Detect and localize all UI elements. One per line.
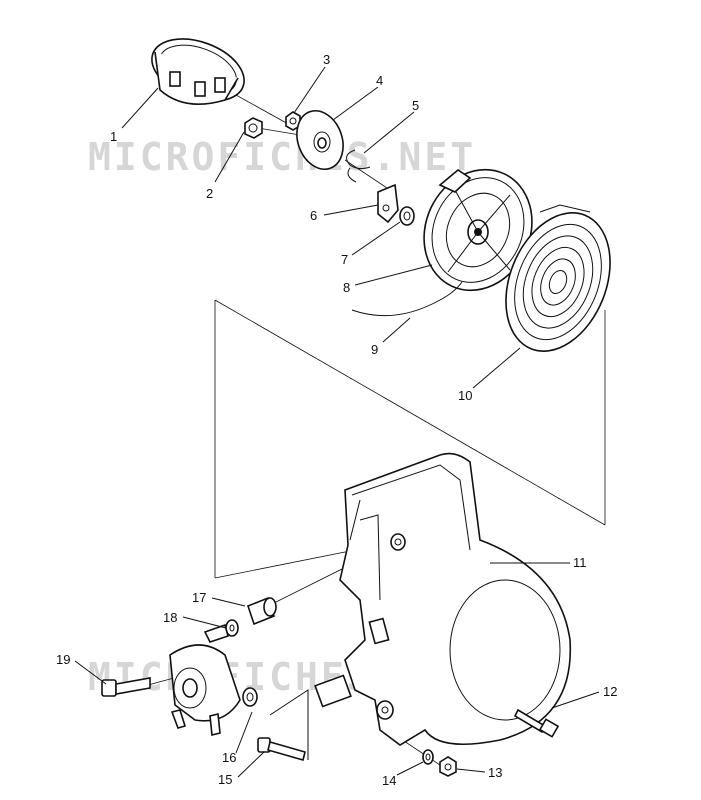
nut-part-13: [439, 756, 457, 777]
callout-4: 4: [376, 73, 383, 88]
starter-cup-part: [151, 38, 245, 106]
callout-1: 1: [110, 129, 117, 144]
callout-8: 8: [343, 280, 350, 295]
callout-9: 9: [371, 342, 378, 357]
callout-7: 7: [341, 252, 348, 267]
starter-rope-part: [351, 281, 463, 317]
callout-2: 2: [206, 186, 213, 201]
nut-part-2: [244, 117, 263, 139]
callout-18: 18: [163, 610, 177, 625]
recoil-spring-part: [505, 204, 611, 352]
callout-3: 3: [323, 52, 330, 67]
callout-19: 19: [56, 652, 70, 667]
bolt-part-15: [257, 737, 306, 761]
fuel-pump-part: [101, 623, 241, 736]
spacer-part: [399, 206, 415, 226]
callout-16: 16: [222, 750, 236, 765]
spring-clip-part: [345, 149, 371, 183]
callout-labels: 1 2 3 4 5 6 7 8 9 10 11 12 13 14 15 16 1…: [56, 52, 617, 788]
callout-6: 6: [310, 208, 317, 223]
callout-17: 17: [192, 590, 206, 605]
bushing-part-17: [247, 596, 277, 626]
bolt-part-12: [513, 708, 560, 738]
grommet-part-16: [242, 687, 258, 707]
callout-5: 5: [412, 98, 419, 113]
callout-11: 11: [573, 555, 587, 570]
callout-12: 12: [603, 684, 617, 699]
friction-plate-part: [296, 110, 344, 170]
leader-lines: [74, 66, 600, 778]
fan-housing-part: [314, 452, 572, 746]
callout-10: 10: [458, 388, 472, 403]
washer-part-14: [422, 749, 434, 765]
callout-14: 14: [382, 773, 396, 788]
ratchet-pawl-part: [377, 183, 399, 224]
callout-15: 15: [218, 772, 232, 787]
callout-13: 13: [488, 765, 502, 780]
watermark-top: MICROFICHES.NET: [88, 135, 476, 179]
